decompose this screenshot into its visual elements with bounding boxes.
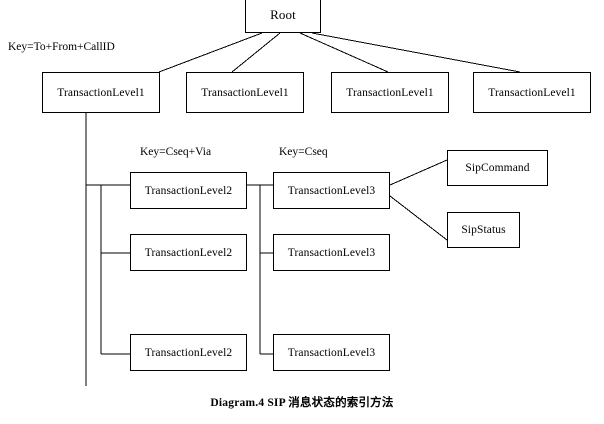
- node-transaction-level3-2[interactable]: TransactionLevel3: [273, 234, 390, 271]
- node-transaction-level2-3[interactable]: TransactionLevel2: [130, 334, 247, 371]
- node-label: SipCommand: [465, 162, 530, 174]
- node-label: TransactionLevel1: [201, 86, 289, 99]
- edge-root-to-l1-c: [299, 32, 389, 73]
- node-sip-status[interactable]: SipStatus: [447, 212, 520, 248]
- node-transaction-level1-2[interactable]: TransactionLevel1: [186, 72, 304, 113]
- key-label-level1: Key=To+From+CallID: [8, 41, 115, 53]
- edge-root-to-l1-b: [231, 32, 281, 73]
- node-label: TransactionLevel1: [346, 86, 434, 99]
- node-sip-command[interactable]: SipCommand: [447, 150, 548, 186]
- edge-root-to-l1-a: [158, 32, 263, 73]
- node-transaction-level2-2[interactable]: TransactionLevel2: [130, 234, 247, 271]
- node-root-label: Root: [270, 6, 296, 22]
- edge-l3-to-sipstatus: [389, 195, 448, 241]
- node-transaction-level1-3[interactable]: TransactionLevel1: [331, 72, 449, 113]
- node-transaction-level1-4[interactable]: TransactionLevel1: [473, 72, 591, 113]
- node-root[interactable]: Root: [245, 0, 321, 33]
- node-label: TransactionLevel3: [287, 246, 376, 259]
- key-label-level2: Key=Cseq+Via: [140, 146, 212, 158]
- node-label: TransactionLevel1: [488, 86, 576, 99]
- node-label: TransactionLevel2: [144, 346, 233, 359]
- node-transaction-level2-1[interactable]: TransactionLevel2: [130, 172, 247, 209]
- node-transaction-level3-1[interactable]: TransactionLevel3: [273, 172, 390, 209]
- diagram-caption: Diagram.4 SIP 消息状态的索引方法: [210, 397, 394, 409]
- node-transaction-level3-3[interactable]: TransactionLevel3: [273, 334, 390, 371]
- node-label: TransactionLevel2: [144, 246, 233, 259]
- key-label-level3: Key=Cseq: [279, 146, 328, 158]
- edge-l3-to-sipcommand: [389, 159, 448, 186]
- node-label: TransactionLevel3: [287, 346, 376, 359]
- node-label: TransactionLevel2: [144, 184, 233, 197]
- edge-root-to-l1-d: [311, 32, 521, 73]
- node-label: TransactionLevel3: [287, 184, 376, 197]
- node-label: TransactionLevel1: [57, 86, 145, 99]
- node-label: SipStatus: [461, 224, 506, 236]
- node-transaction-level1-1[interactable]: TransactionLevel1: [42, 72, 160, 113]
